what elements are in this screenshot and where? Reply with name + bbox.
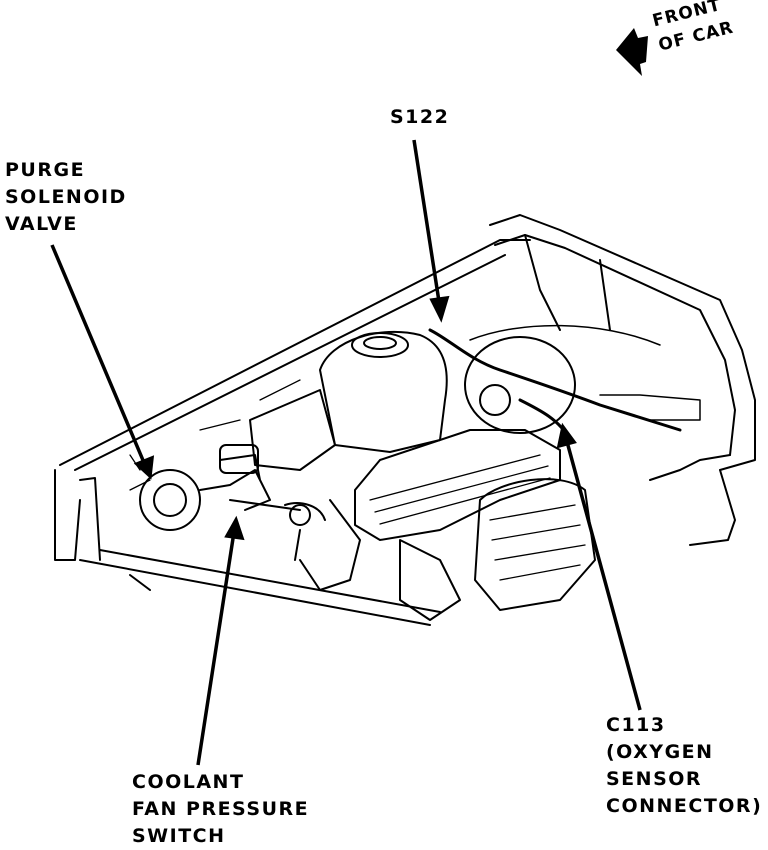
s122-leader-arrowhead bbox=[429, 295, 450, 323]
front-of-car-indicator: FRONT OF CAR bbox=[612, 0, 762, 86]
transaxle bbox=[474, 478, 596, 611]
c113-leader-line bbox=[564, 437, 642, 711]
cowl-frame-inner bbox=[494, 234, 736, 456]
coolant-label-line-3: SWITCH bbox=[132, 825, 226, 847]
c113-label-line-4: CONNECTOR) bbox=[606, 795, 763, 817]
purge-solenoid-valve-label: PURGE SOLENOID VALVE bbox=[5, 157, 127, 238]
windshield-edge bbox=[524, 234, 611, 331]
coolant-leader-arrowhead bbox=[224, 515, 245, 541]
air-cleaner-ribs bbox=[369, 454, 551, 525]
coolant-fan-pressure-switch-label: COOLANT FAN PRESSURE SWITCH bbox=[132, 769, 309, 850]
c113-label-line-1: C113 bbox=[606, 714, 666, 736]
brake-booster bbox=[464, 336, 576, 434]
purge-solenoid-body bbox=[139, 469, 201, 531]
lower-front-panel bbox=[79, 549, 441, 626]
purge-label-line-2: SOLENOID bbox=[5, 186, 127, 208]
left-arrow-icon bbox=[616, 28, 648, 76]
s122-label-line-1: S122 bbox=[390, 106, 450, 128]
purge-label-line-1: PURGE bbox=[5, 159, 86, 181]
air-cleaner-housing bbox=[354, 429, 561, 541]
coolant-label-line-1: COOLANT bbox=[132, 771, 245, 793]
cowl-frame bbox=[489, 214, 756, 471]
c113-oxygen-sensor-connector-label: C113 (OXYGEN SENSOR CONNECTOR) bbox=[606, 712, 762, 820]
reservoir-cap bbox=[351, 332, 409, 358]
purge-leader-line bbox=[50, 244, 147, 466]
coolant-leader-line bbox=[196, 531, 236, 766]
purge-leader-arrowhead bbox=[133, 455, 155, 480]
left-fender-lower bbox=[54, 469, 101, 561]
battery-box bbox=[249, 389, 336, 471]
purge-label-line-3: VALVE bbox=[5, 213, 78, 235]
c113-label-line-3: SENSOR bbox=[606, 768, 703, 790]
s122-label: S122 bbox=[390, 104, 449, 131]
coolant-reservoir bbox=[319, 331, 448, 453]
front-of-car-label: FRONT OF CAR bbox=[650, 0, 737, 59]
engine-block bbox=[299, 499, 361, 591]
wiring-harness bbox=[428, 328, 682, 442]
c113-label-line-2: (OXYGEN bbox=[606, 741, 714, 763]
left-fender bbox=[59, 239, 531, 471]
s122-leader-line bbox=[412, 139, 442, 309]
right-side-panel bbox=[649, 454, 736, 546]
coolant-switch-pipe bbox=[229, 499, 326, 561]
c113-leader-arrowhead bbox=[556, 422, 577, 449]
coolant-label-line-2: FAN PRESSURE bbox=[132, 798, 310, 820]
